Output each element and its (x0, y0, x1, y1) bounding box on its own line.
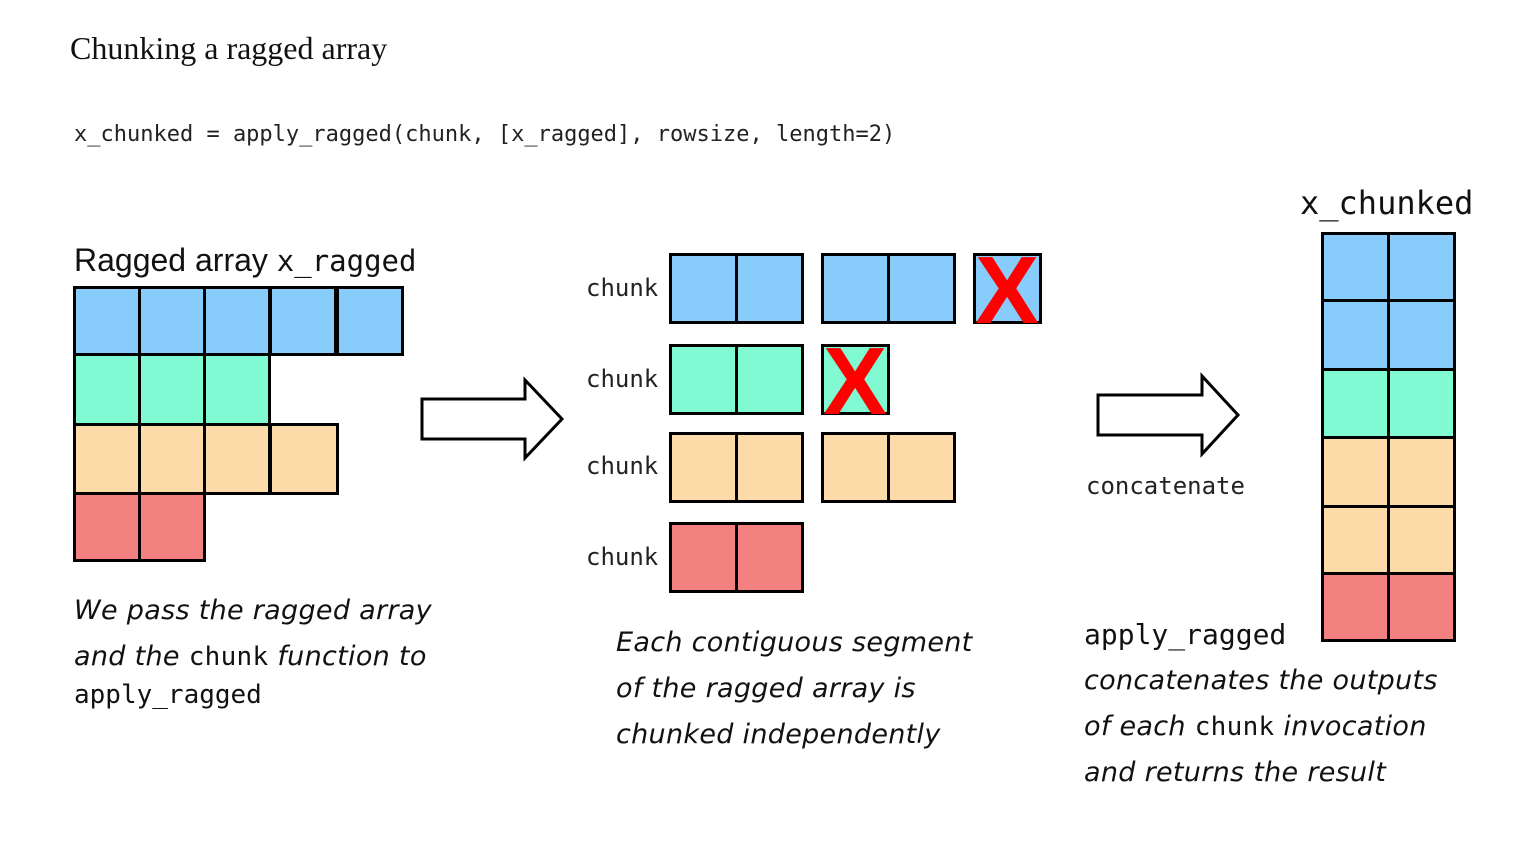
concatenate-label: concatenate (1086, 472, 1245, 500)
output-array-title: x_chunked (1300, 184, 1474, 222)
right-arrow-icon (420, 376, 565, 462)
chunk-cell (669, 344, 738, 415)
output-cell (1321, 368, 1390, 439)
caption-left-line2: and the chunk function to (74, 634, 432, 680)
output-cell (1387, 505, 1456, 575)
chunk-cell (669, 253, 738, 324)
ragged-cell (73, 492, 141, 562)
ragged-cell (138, 286, 206, 356)
discard-x-icon: X (974, 237, 1040, 344)
ragged-cell (269, 423, 339, 495)
discard-x-icon: X (822, 328, 888, 435)
output-cell (1387, 368, 1456, 439)
chunk-cell (735, 344, 804, 415)
output-cell (1387, 232, 1456, 302)
caption-right-line4: and returns the result (1084, 757, 1387, 788)
chunk-cell (887, 432, 956, 503)
ragged-array-heading-code: x_ragged (276, 244, 417, 278)
output-cell (1321, 505, 1390, 575)
output-cell (1321, 299, 1390, 371)
caption-left-line2-pre: and the (74, 641, 180, 672)
ragged-cell (336, 286, 404, 356)
caption-right-line1-code: apply_ragged (1084, 618, 1287, 651)
output-cell (1321, 572, 1390, 642)
caption-left: We pass the ragged array and the chunk f… (74, 588, 432, 710)
ragged-cell (73, 353, 141, 426)
discarded-chunk-cell (973, 253, 1042, 324)
ragged-cell (73, 286, 141, 356)
caption-left-line2-code: chunk (188, 642, 269, 672)
caption-middle-line2: of the ragged array is (616, 673, 916, 704)
chunk-cell (887, 253, 956, 324)
caption-right: apply_ragged concatenates the outputs of… (1084, 612, 1438, 796)
ragged-cell (203, 286, 271, 356)
ragged-cell (138, 492, 206, 562)
ragged-cell (138, 353, 206, 426)
ragged-array-heading-text: Ragged array (74, 242, 268, 278)
chunk-cell (735, 432, 804, 503)
ragged-cell (269, 286, 337, 356)
caption-left-line3-code: apply_ragged (74, 680, 262, 710)
caption-right-line2: concatenates the outputs (1084, 665, 1438, 696)
caption-middle-line3: chunked independently (616, 719, 941, 750)
output-cell (1387, 299, 1456, 371)
caption-left-line2-post: function to (277, 641, 427, 672)
chunk-label: chunk (586, 274, 659, 302)
output-cell (1387, 572, 1456, 642)
ragged-cell (138, 423, 206, 495)
chunk-cell (669, 522, 738, 593)
caption-right-line3: of each chunk invocation (1084, 704, 1438, 750)
chunk-label: chunk (586, 452, 659, 480)
chunk-label: chunk (586, 365, 659, 393)
output-cell (1321, 436, 1390, 508)
chunk-cell (735, 522, 804, 593)
chunk-cell (821, 432, 890, 503)
code-snippet: x_chunked = apply_ragged(chunk, [x_ragge… (74, 122, 896, 147)
chunk-cell (669, 432, 738, 503)
caption-right-line3-pre: of each (1084, 711, 1186, 742)
ragged-array-heading: Ragged array x_ragged (74, 242, 416, 279)
output-cell (1321, 232, 1390, 302)
chunk-label: chunk (586, 543, 659, 571)
discarded-chunk-cell (821, 344, 890, 415)
caption-right-line3-code: chunk (1194, 712, 1275, 742)
output-cell (1387, 436, 1456, 508)
caption-middle: Each contiguous segment of the ragged ar… (616, 620, 973, 758)
ragged-cell (203, 353, 271, 426)
ragged-cell (73, 423, 141, 495)
right-arrow-icon (1096, 372, 1241, 458)
page-title: Chunking a ragged array (70, 30, 388, 66)
chunk-cell (821, 253, 890, 324)
caption-middle-line1: Each contiguous segment (616, 627, 973, 658)
chunk-cell (735, 253, 804, 324)
ragged-cell (203, 423, 271, 495)
caption-left-line1: We pass the ragged array (74, 595, 432, 626)
caption-right-line3-post: invocation (1283, 711, 1427, 742)
